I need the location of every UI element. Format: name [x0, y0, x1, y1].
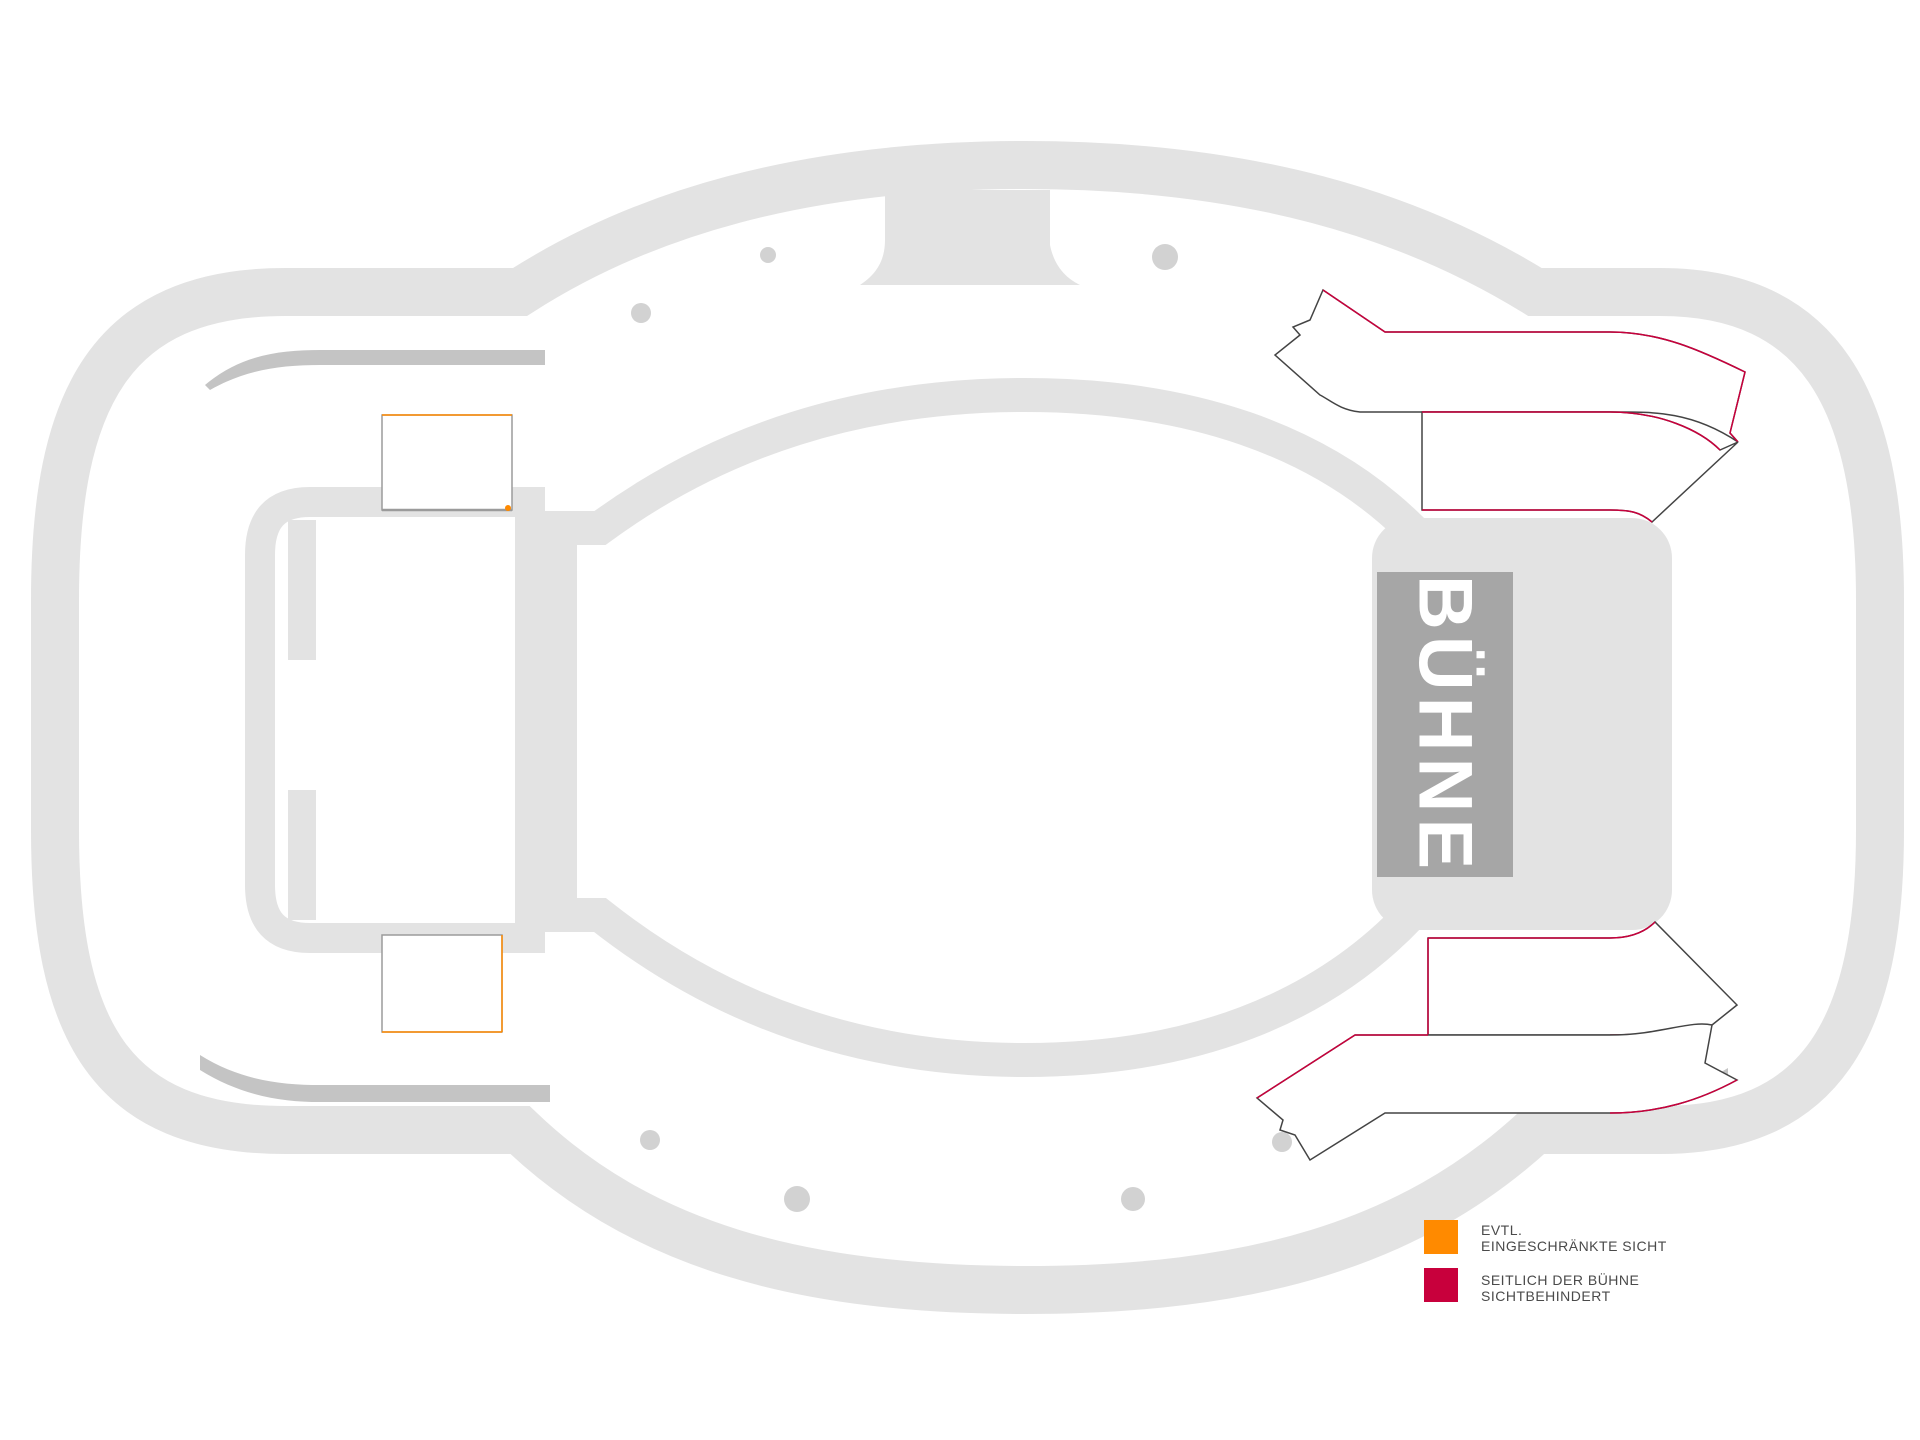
- wing-right-upper[interactable]: [1273, 288, 1746, 523]
- pillar-marker: [631, 303, 651, 323]
- block-left-upper[interactable]: [381, 414, 513, 512]
- tribune-bar-bottom-left: [200, 1055, 550, 1102]
- left-end-block: [245, 487, 545, 953]
- pillar-marker: [640, 1130, 660, 1150]
- inner-field-ring: [543, 377, 1427, 1078]
- pillar-marker: [1152, 244, 1178, 270]
- pillar-marker: [1121, 1187, 1145, 1211]
- tribune-bar-top-left: [205, 350, 545, 390]
- legend-label-line: EINGESCHRÄNKTE SICHT: [1481, 1238, 1667, 1254]
- legend-label-line: SICHTBEHINDERT: [1481, 1288, 1611, 1304]
- block-left-lower[interactable]: [381, 934, 503, 1033]
- top-passage: [860, 190, 1080, 285]
- stage: [1377, 572, 1513, 877]
- left-divider: [524, 520, 554, 925]
- left-end-inset-upper: [288, 520, 316, 660]
- pillar-marker: [784, 1186, 810, 1212]
- legend-label-restricted-view: EVTL. EINGESCHRÄNKTE SICHT: [1481, 1222, 1667, 1254]
- legend-swatch-restricted-view: [1424, 1220, 1458, 1254]
- legend-label-line: SEITLICH DER BÜHNE: [1481, 1272, 1640, 1288]
- legend-swatch-obstructed-view: [1424, 1268, 1458, 1302]
- pillar-marker: [760, 247, 776, 263]
- left-end-inset-lower: [288, 790, 316, 920]
- legend-label-line: EVTL.: [1481, 1222, 1523, 1238]
- pillar-marker: [1272, 1132, 1292, 1152]
- wing-right-lower[interactable]: [1255, 920, 1739, 1162]
- outer-concourse: [31, 140, 1904, 1315]
- legend-label-obstructed-view: SEITLICH DER BÜHNE SICHTBEHINDERT: [1481, 1272, 1639, 1304]
- stage-label: BÜHNE: [1403, 575, 1488, 875]
